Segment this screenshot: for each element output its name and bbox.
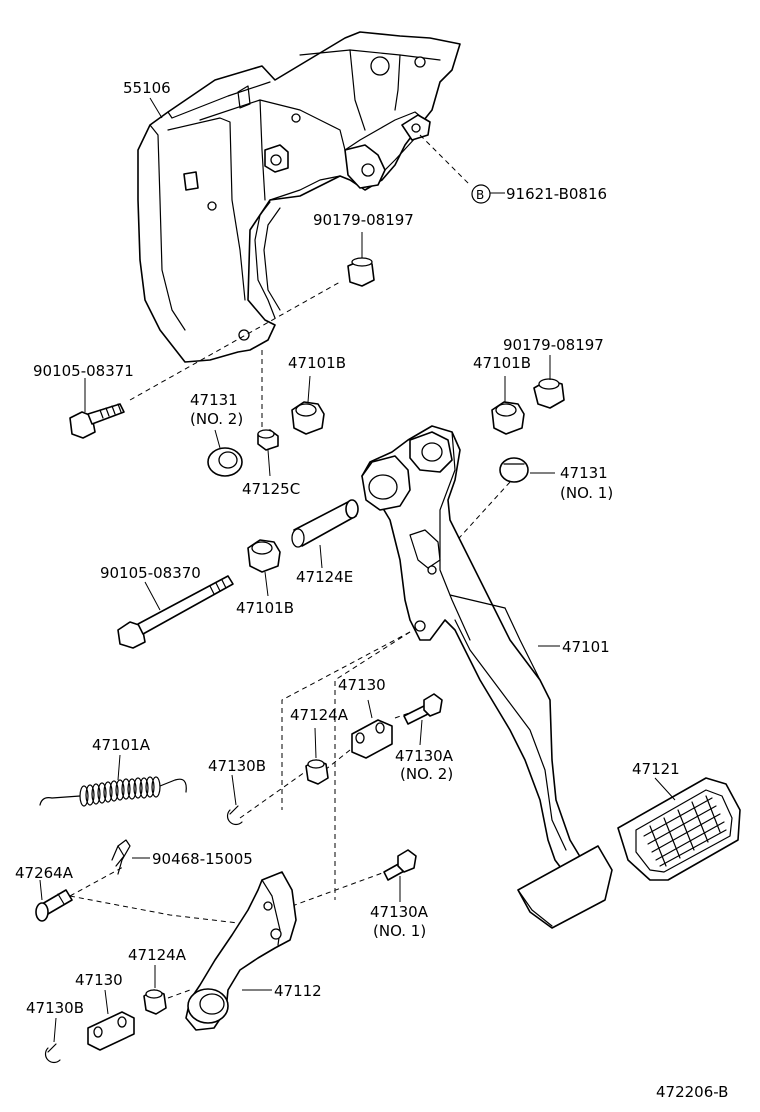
pedal-pad-47121 xyxy=(617,777,741,881)
pin-47264A xyxy=(35,889,73,922)
callout-47121: 47121 xyxy=(632,760,680,778)
callout-47130b-mid: 47130B xyxy=(208,757,266,775)
callout-47101a: 47101A xyxy=(92,736,151,754)
callout-90468-15005: 90468-15005 xyxy=(152,850,253,868)
callout-47101: 47101 xyxy=(562,638,610,656)
callout-47130b-low: 47130B xyxy=(26,999,84,1017)
callout-90105-08370: 90105-08370 xyxy=(100,564,201,582)
callout-47101b-lower: 47101B xyxy=(236,599,294,617)
collar-47125C xyxy=(257,429,279,451)
return-spring-47101A xyxy=(39,776,187,807)
callout-47124a-low: 47124A xyxy=(128,946,187,964)
callout-91621-b0816: 91621-B0816 xyxy=(506,185,607,203)
bushing-47124A-low xyxy=(143,989,167,1015)
callout-47131-no1-number: 47131 xyxy=(560,464,608,482)
callout-47264a: 47264A xyxy=(15,864,74,882)
callout-47125c: 47125C xyxy=(242,480,300,498)
clip-47130B-mid xyxy=(226,805,243,826)
callout-47130-low: 47130 xyxy=(75,971,123,989)
pin-47130A-no2 xyxy=(403,693,443,725)
bushing-47131-no2 xyxy=(207,447,243,477)
bushing-90179-top xyxy=(347,257,375,287)
callout-47112: 47112 xyxy=(274,982,322,1000)
pedal-bracket-55106 xyxy=(137,31,461,363)
callout-47131-no2-number: 47131 xyxy=(190,391,238,409)
drawing-code: 472206-B xyxy=(656,1083,728,1101)
callout-90179-08197-right: 90179-08197 xyxy=(503,336,604,354)
bushing-47124A-mid xyxy=(305,759,329,785)
callout-90105-08371: 90105-08371 xyxy=(33,362,134,380)
callout-47124a-mid: 47124A xyxy=(290,706,349,724)
bolt-90105-08370 xyxy=(117,575,234,649)
callout-47131-no1-variant: (NO. 1) xyxy=(560,484,613,502)
bolt-90105-08371 xyxy=(69,403,125,439)
clip-90468-15005 xyxy=(111,839,131,875)
callout-47130a-no1-variant: (NO. 1) xyxy=(373,922,426,940)
sleeve-47124E xyxy=(291,499,359,548)
bushing-90179-right xyxy=(533,378,565,409)
callout-47124e: 47124E xyxy=(296,568,353,586)
clip-47130B-low xyxy=(44,1043,61,1064)
callout-47130-mid: 47130 xyxy=(338,676,386,694)
link-47130-low xyxy=(87,1011,135,1051)
lever-47112 xyxy=(185,871,297,1031)
callout-47130a-no2-number: 47130A xyxy=(395,747,454,765)
callout-55106: 55106 xyxy=(123,79,171,97)
bushing-47101B-right xyxy=(491,401,525,435)
bushing-47131-no1 xyxy=(499,457,529,483)
callout-47131-no2-variant: (NO. 2) xyxy=(190,410,243,428)
callout-90179-08197-top: 90179-08197 xyxy=(313,211,414,229)
pin-47130A-no1 xyxy=(383,849,417,881)
callout-47130a-no2-variant: (NO. 2) xyxy=(400,765,453,783)
callout-47101b-right: 47101B xyxy=(473,354,531,372)
callout-47130a-no1-number: 47130A xyxy=(370,903,429,921)
bushing-47101B-lower xyxy=(247,539,281,573)
link-47130-mid xyxy=(351,719,393,759)
bushing-47101B-left xyxy=(291,401,325,435)
callout-47101b-left: 47101B xyxy=(288,354,346,372)
brake-pedal-arm-47101 xyxy=(361,425,613,929)
reference-marker-b-icon xyxy=(471,184,491,204)
callout-marker-b: B xyxy=(476,188,484,202)
